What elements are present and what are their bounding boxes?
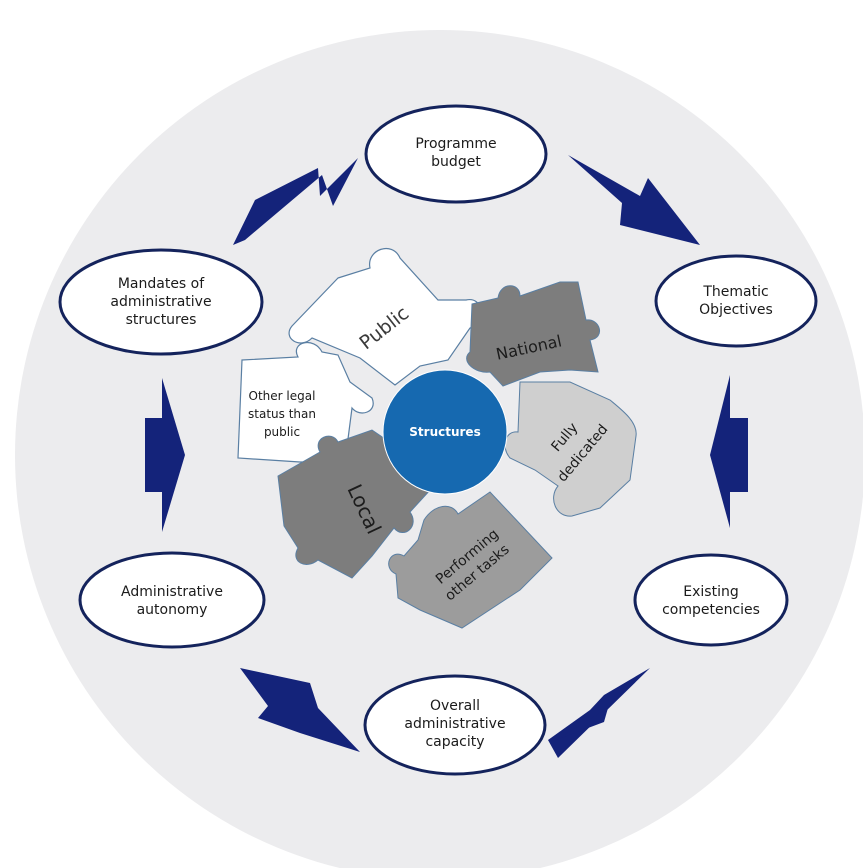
puzzle-piece-fully-dedicated: Fully dedicated — [504, 381, 637, 517]
arrow-budget-to-thematic — [568, 155, 700, 245]
arrow-thematic-to-competencies — [710, 375, 748, 528]
oval-existing-competencies-line-2: competencies — [662, 602, 760, 618]
puzzle-label-other-legal-3: public — [264, 425, 300, 439]
oval-existing-competencies: Existing competencies — [633, 553, 789, 647]
arrow-budget-to-mandates — [233, 158, 358, 245]
oval-programme-budget-line-2: budget — [431, 154, 481, 170]
puzzle-piece-other-legal: Other legal status than public — [237, 341, 374, 463]
puzzle-piece-performing: Performing other tasks — [388, 491, 553, 629]
oval-mandates-of-administrative-structures: Mandates of administrative structures — [58, 248, 264, 356]
oval-administrative-autonomy: Administrative autonomy — [78, 551, 266, 649]
oval-overall-administrative-capacity: Overall administrative capacity — [363, 674, 547, 776]
oval-thematic-objectives-line-1: Thematic — [702, 284, 768, 300]
puzzle-piece-national: National — [466, 281, 600, 387]
arrow-mandates-to-autonomy — [145, 378, 185, 532]
oval-existing-competencies-line-1: Existing — [683, 584, 738, 600]
oval-thematic-objectives-line-2: Objectives — [699, 302, 773, 318]
puzzle-label-other-legal-2: status than — [248, 407, 316, 421]
arrow-autonomy-to-capacity — [240, 668, 360, 752]
oval-programme-budget-line-1: Programme — [415, 136, 496, 152]
puzzle-label-other-legal-1: Other legal — [249, 389, 316, 403]
center-label: Structures — [409, 425, 480, 439]
oval-programme-budget: Programme budget — [364, 104, 548, 204]
oval-overall-capacity-line-3: capacity — [425, 734, 484, 750]
oval-mandates-line-2: administrative — [110, 294, 211, 310]
oval-mandates-line-1: Mandates of — [118, 276, 205, 292]
arrow-competencies-to-capacity — [548, 668, 650, 758]
oval-mandates-line-3: structures — [126, 312, 197, 328]
center-circle: Structures — [382, 369, 508, 495]
oval-overall-capacity-line-2: administrative — [404, 716, 505, 732]
oval-thematic-objectives: Thematic Objectives — [654, 254, 818, 348]
oval-administrative-autonomy-line-1: Administrative — [121, 584, 223, 600]
oval-administrative-autonomy-line-2: autonomy — [137, 602, 208, 618]
oval-overall-capacity-line-1: Overall — [430, 698, 480, 714]
